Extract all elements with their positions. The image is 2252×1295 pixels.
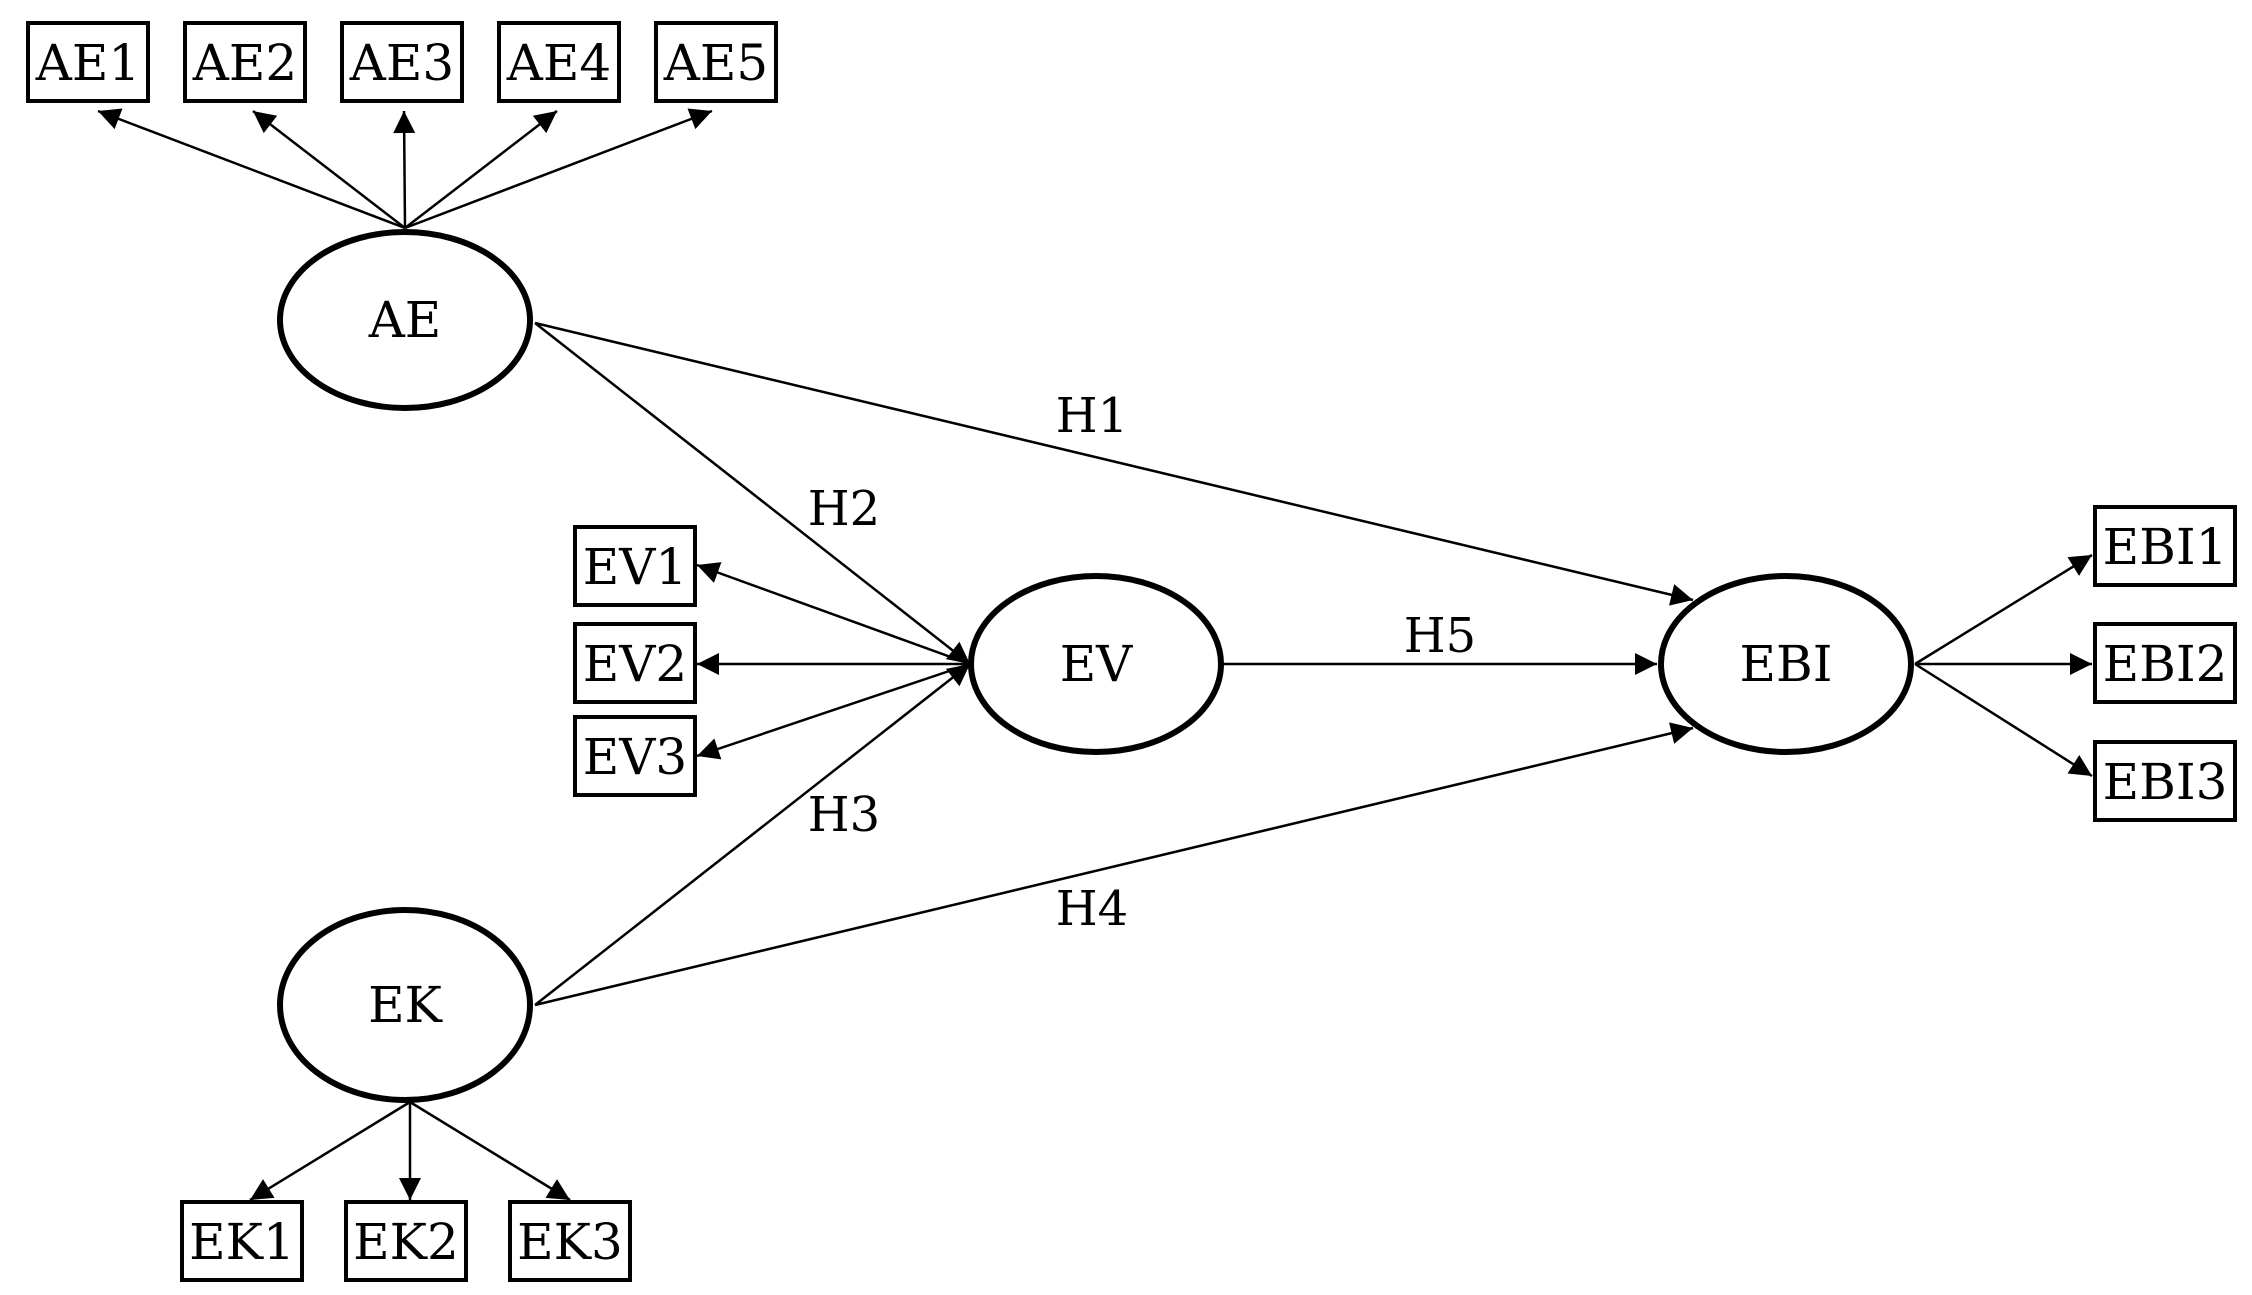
svg-text:AE5: AE5: [663, 34, 768, 92]
indicator-ek1: EK1: [180, 1200, 304, 1282]
arrow-ae-ae3: [393, 110, 416, 229]
arrow-ev-ev3: [696, 662, 971, 760]
ebi-indicator-boxes: EBI1 EBI2 EBI3: [2093, 505, 2237, 822]
indicator-ae2: AE2: [183, 21, 307, 103]
arrow-ae-ae2: [252, 110, 406, 229]
ae-indicator-arrows: [97, 108, 713, 230]
ek-indicator-boxes: EK1 EK2 EK3: [180, 1200, 632, 1282]
ek-indicator-arrows: [249, 1100, 571, 1202]
construct-ev: EV: [968, 573, 1224, 755]
label-h5: H5: [1404, 608, 1476, 664]
label-h2: H2: [808, 481, 880, 537]
indicator-ae3: AE3: [340, 21, 464, 103]
construct-ek: EK: [277, 907, 533, 1103]
svg-text:EK1: EK1: [189, 1213, 295, 1271]
ev-indicator-boxes: EV1 EV2 EV3: [573, 525, 697, 797]
svg-text:EBI: EBI: [1740, 635, 1833, 693]
svg-text:EV: EV: [1060, 635, 1133, 693]
construct-ebi: EBI: [1658, 573, 1914, 755]
svg-text:EBI1: EBI1: [2103, 518, 2228, 576]
path-h1-ae-ebi: [534, 321, 1694, 606]
svg-text:AE2: AE2: [192, 34, 297, 92]
structural-paths: [534, 321, 1694, 1007]
svg-text:EK3: EK3: [517, 1213, 623, 1271]
indicator-ek2: EK2: [344, 1200, 468, 1282]
path-h3-ek-ev: [534, 663, 971, 1006]
svg-text:AE1: AE1: [35, 34, 140, 92]
construct-ae: AE: [277, 229, 533, 411]
ebi-indicator-arrows: [1914, 553, 2093, 778]
svg-text:EV2: EV2: [583, 635, 687, 693]
svg-text:EK2: EK2: [353, 1213, 459, 1271]
label-h3: H3: [808, 787, 880, 843]
arrow-ebi-ebi3: [1914, 662, 2093, 778]
path-h2-ae-ev: [534, 322, 971, 665]
indicator-ebi1: EBI1: [2093, 505, 2237, 587]
label-h4: H4: [1056, 881, 1128, 937]
path-h4-ek-ebi: [534, 722, 1694, 1007]
arrow-ae-ae5: [404, 108, 713, 230]
svg-text:AE: AE: [368, 291, 442, 349]
indicator-ae1: AE1: [26, 21, 150, 103]
arrow-ev-ev1: [696, 562, 971, 666]
svg-text:EBI3: EBI3: [2103, 753, 2228, 811]
arrow-ae-ae4: [404, 110, 558, 229]
svg-text:EV3: EV3: [583, 728, 687, 786]
indicator-ev2: EV2: [573, 622, 697, 704]
indicator-ev3: EV3: [573, 715, 697, 797]
arrow-ae-ae1: [97, 108, 406, 230]
arrow-ebi-ebi1: [1914, 553, 2093, 666]
indicator-ebi2: EBI2: [2093, 622, 2237, 704]
ev-indicator-arrows: [696, 562, 971, 760]
svg-text:EK: EK: [368, 976, 443, 1034]
svg-text:AE3: AE3: [349, 34, 454, 92]
indicator-ae5: AE5: [654, 21, 778, 103]
ae-indicator-boxes: AE1 AE2 AE3 AE4 AE5: [26, 21, 778, 103]
svg-text:EV1: EV1: [583, 538, 687, 596]
indicator-ek3: EK3: [508, 1200, 632, 1282]
arrow-ek-ek3: [409, 1100, 571, 1202]
indicator-ebi3: EBI3: [2093, 740, 2237, 822]
arrow-ek-ek1: [249, 1100, 411, 1202]
hypothesis-labels: H1 H2 H3 H4 H5: [808, 388, 1476, 937]
svg-text:EBI2: EBI2: [2103, 635, 2228, 693]
label-h1: H1: [1056, 388, 1128, 444]
svg-text:AE4: AE4: [506, 34, 611, 92]
indicator-ev1: EV1: [573, 525, 697, 607]
indicator-ae4: AE4: [497, 21, 621, 103]
